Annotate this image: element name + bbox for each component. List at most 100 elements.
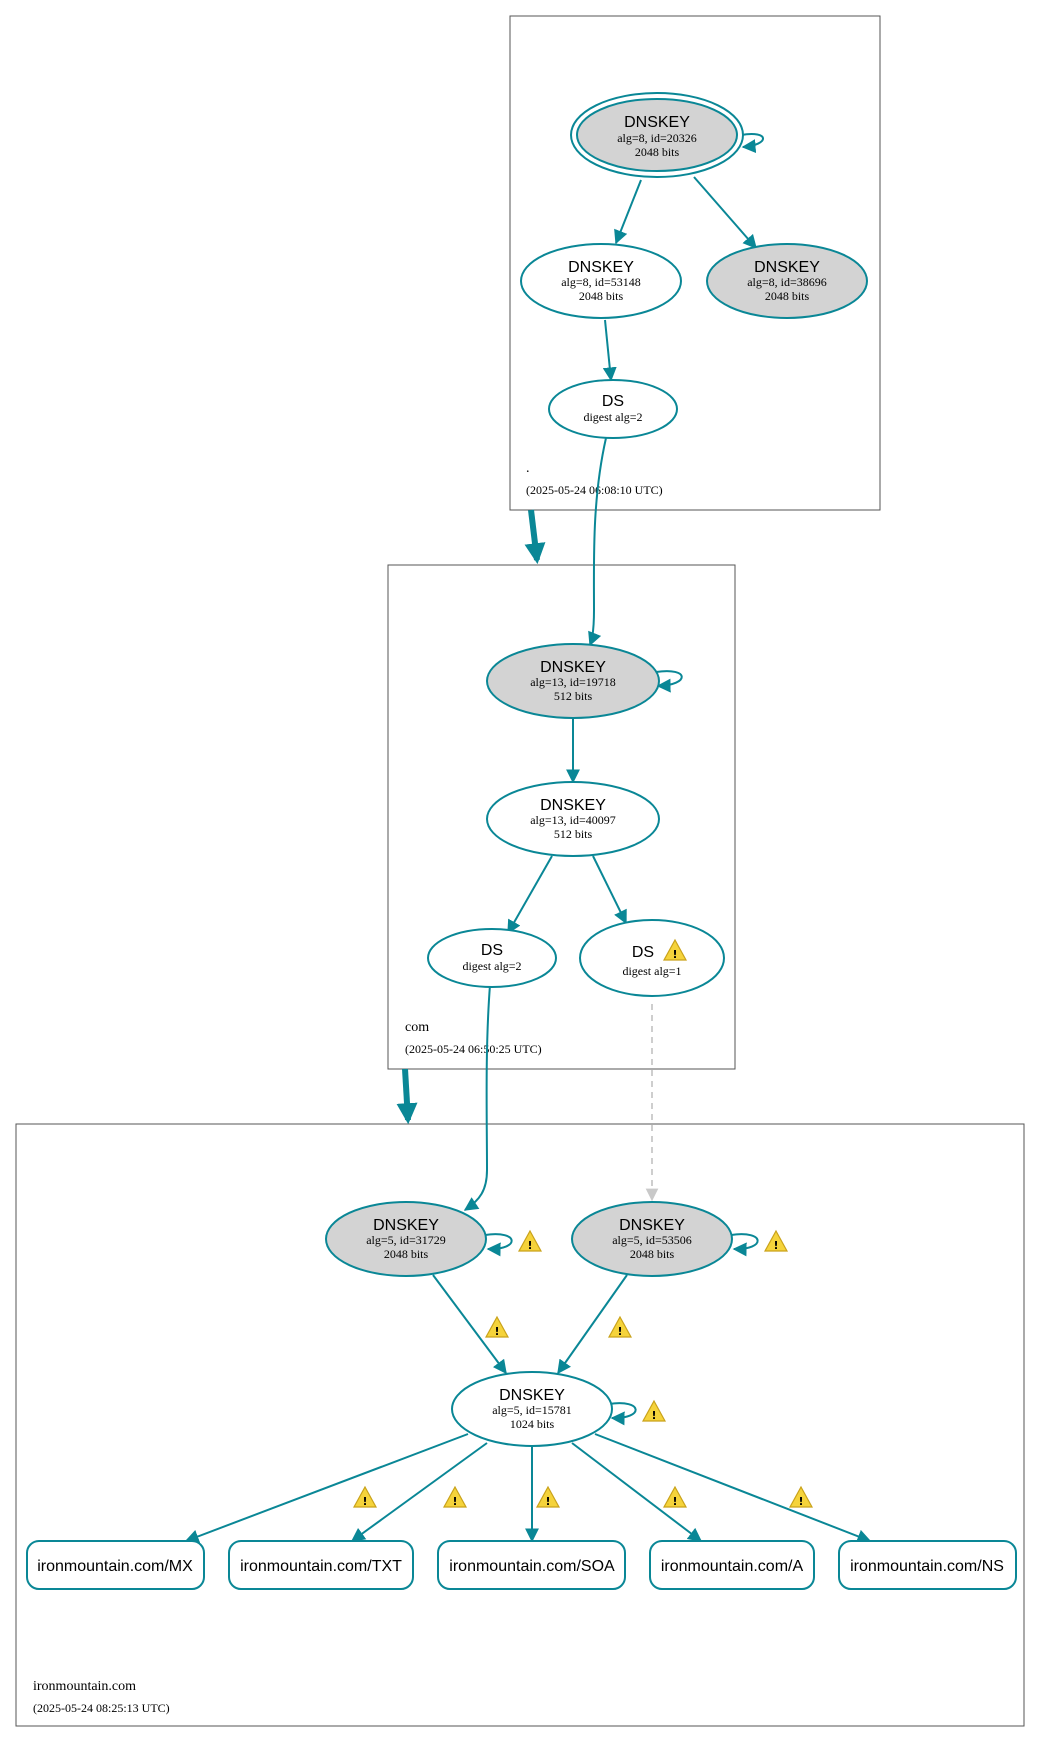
edge-iron-ksk1-to-zsk: [432, 1274, 507, 1375]
rrset-node-ns[interactable]: ironmountain.com/NS: [838, 1540, 1017, 1590]
zone-ironmountain-box: [15, 1123, 1025, 1727]
node-shape: [520, 243, 682, 319]
svg-text:!: !: [672, 1495, 677, 1508]
edge-iron-zsk-to-txt: [350, 1442, 488, 1542]
node-shape: [838, 1540, 1017, 1590]
warning-icon: !: [662, 1485, 688, 1508]
rrset-node-a[interactable]: ironmountain.com/A: [649, 1540, 815, 1590]
edge-iron-zsk-to-a: [571, 1442, 703, 1542]
edge-root-zsk-to-ds: [602, 319, 617, 382]
svg-text:!: !: [494, 1325, 499, 1338]
node-shape: [427, 928, 557, 988]
edge-com-zsk-to-ds1: [592, 855, 627, 925]
warning-icon: !: [535, 1485, 561, 1508]
node-type: DS: [481, 942, 503, 959]
edge-iron-zsk-to-mx: [184, 1433, 469, 1544]
node-type: DNSKEY: [624, 114, 690, 131]
zone-ironmountain: ironmountain.com (2025-05-24 08:25:13 UT…: [15, 1123, 1025, 1727]
warning-icon: !: [442, 1485, 468, 1508]
node-detail: alg=13, id=40097: [530, 813, 616, 827]
dnskey-node-com-ksk[interactable]: DNSKEY alg=13, id=19718 512 bits: [486, 643, 660, 719]
node-shape: [26, 1540, 205, 1590]
ds-node-com-alg1[interactable]: DS ! digest alg=1: [579, 919, 725, 997]
warning-icon: !: [662, 938, 688, 961]
svg-text:!: !: [798, 1495, 803, 1508]
rrset-node-mx[interactable]: ironmountain.com/MX: [26, 1540, 205, 1590]
dnskey-node-iron-ksk1[interactable]: DNSKEY alg=5, id=31729 2048 bits: [325, 1201, 487, 1277]
node-size: 2048 bits: [630, 1247, 675, 1261]
node-size: 512 bits: [554, 689, 593, 703]
node-shape: [325, 1201, 487, 1277]
edge-com-ksk-self: [655, 670, 683, 693]
node-size: 2048 bits: [635, 145, 680, 159]
node-size: 512 bits: [554, 827, 593, 841]
node-shape: [451, 1371, 613, 1447]
delegation-com-to-ironmountain: [396, 1068, 418, 1125]
zone-ironmountain-name: ironmountain.com: [33, 1679, 136, 1694]
node-shape: [571, 1201, 733, 1277]
warning-icon: !: [607, 1315, 633, 1338]
warning-icon: !: [763, 1229, 789, 1252]
rrset-node-txt[interactable]: ironmountain.com/TXT: [228, 1540, 414, 1590]
node-shape: [579, 919, 725, 997]
node-shape: [228, 1540, 414, 1590]
node-type: DNSKEY: [568, 259, 634, 276]
dnskey-node-iron-ksk2[interactable]: DNSKEY alg=5, id=53506 2048 bits: [571, 1201, 733, 1277]
zone-root-box: [509, 15, 881, 511]
node-detail: alg=8, id=20326: [617, 131, 697, 145]
node-shape: [486, 643, 660, 719]
svg-text:!: !: [672, 948, 677, 961]
node-detail: digest alg=1: [622, 964, 681, 978]
edge-iron-ksk2-self: [730, 1233, 759, 1257]
node-detail: alg=5, id=15781: [492, 1403, 572, 1417]
rrset-label: ironmountain.com/SOA: [449, 1558, 615, 1575]
warning-icon: !: [788, 1485, 814, 1508]
zone-com-name: com: [405, 1020, 429, 1035]
node-type: DS: [632, 944, 654, 961]
edge-root-ksk-to-zsk: [614, 179, 642, 245]
node-shape: [486, 781, 660, 857]
node-shape: [548, 379, 678, 439]
node-type: DNSKEY: [540, 659, 606, 676]
node-detail: alg=5, id=31729: [366, 1233, 446, 1247]
node-size: 1024 bits: [510, 1417, 555, 1431]
dnskey-node-com-zsk[interactable]: DNSKEY alg=13, id=40097 512 bits: [486, 781, 660, 857]
rrset-node-soa[interactable]: ironmountain.com/SOA: [437, 1540, 626, 1590]
node-detail: alg=13, id=19718: [530, 675, 616, 689]
node-size: 2048 bits: [765, 289, 810, 303]
zone-com-box: [387, 564, 736, 1070]
edge-iron-ksk2-to-zsk: [557, 1274, 628, 1375]
node-shape: [437, 1540, 626, 1590]
node-type: DS: [602, 393, 624, 410]
edge-root-ksk-self: [740, 133, 764, 154]
ds-node-com-alg2[interactable]: DS digest alg=2: [427, 928, 557, 988]
zone-root-timestamp: (2025-05-24 06:08:10 UTC): [526, 483, 663, 497]
edge-iron-zsk-self: [608, 1402, 637, 1426]
svg-text:!: !: [651, 1409, 656, 1422]
rrset-label: ironmountain.com/MX: [37, 1558, 193, 1575]
node-type: DNSKEY: [754, 259, 820, 276]
edge-iron-ksk1-self: [484, 1233, 513, 1257]
dnskey-node-iron-zsk[interactable]: DNSKEY alg=5, id=15781 1024 bits: [451, 1371, 613, 1447]
dnskey-node-root-key3[interactable]: DNSKEY alg=8, id=38696 2048 bits: [706, 243, 868, 319]
dnskey-node-root-zsk[interactable]: DNSKEY alg=8, id=53148 2048 bits: [520, 243, 682, 319]
dnskey-node-root-ksk[interactable]: DNSKEY alg=8, id=20326 2048 bits: [570, 92, 744, 178]
rrset-label: ironmountain.com/A: [661, 1558, 804, 1575]
edge-root-ksk-to-key3: [693, 176, 757, 250]
svg-text:!: !: [452, 1495, 457, 1508]
zone-ironmountain-timestamp: (2025-05-24 08:25:13 UTC): [33, 1701, 170, 1715]
delegation-root-to-com: [524, 509, 546, 565]
node-detail: alg=8, id=38696: [747, 275, 827, 289]
ds-node-root[interactable]: DS digest alg=2: [548, 379, 678, 439]
svg-text:!: !: [362, 1495, 367, 1508]
svg-text:!: !: [545, 1495, 550, 1508]
warning-icon: !: [484, 1315, 510, 1338]
node-shape: [706, 243, 868, 319]
node-size: 2048 bits: [384, 1247, 429, 1261]
edge-root-ds-to-com-ksk: [588, 437, 607, 647]
node-detail: alg=8, id=53148: [561, 275, 641, 289]
zone-root: . (2025-05-24 06:08:10 UTC): [509, 15, 881, 511]
edge-com-zsk-to-ds2: [507, 855, 553, 935]
zone-com-timestamp: (2025-05-24 06:50:25 UTC): [405, 1042, 542, 1056]
node-shape: [576, 98, 738, 172]
